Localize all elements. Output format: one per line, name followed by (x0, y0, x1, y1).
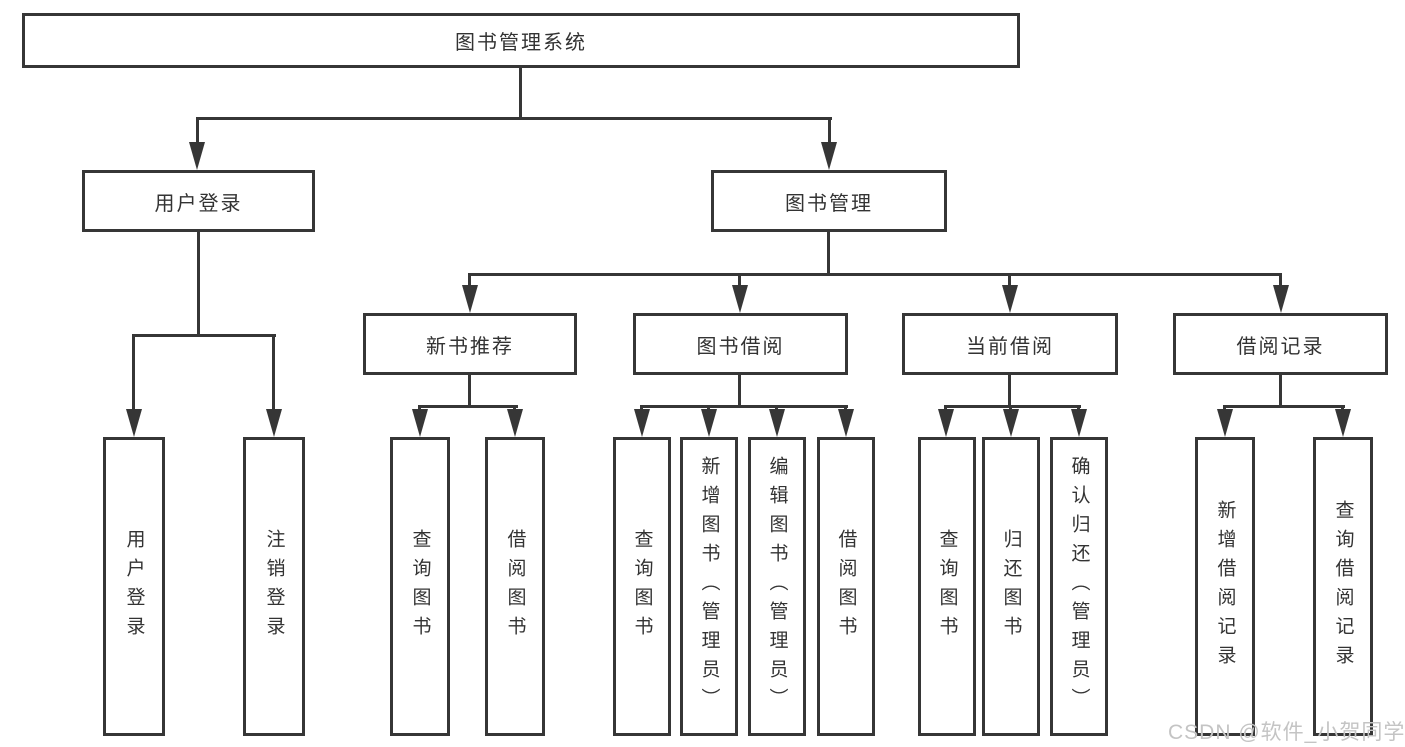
connector-line (1223, 405, 1345, 408)
leaf-borrow-books-recommend: 借阅图书 (485, 437, 545, 736)
connector-line (197, 232, 200, 337)
node-label: 新书推荐 (426, 335, 514, 358)
connector-line (1008, 375, 1011, 408)
arrow-down-icon (1002, 285, 1018, 313)
leaf-add-books-admin: 新增图书（管理员） (680, 437, 738, 736)
watermark-text: CSDN @软件_小贺同学 (1168, 721, 1405, 744)
connector-line (738, 273, 741, 289)
arrow-down-icon (701, 409, 717, 437)
arrow-down-icon (938, 409, 954, 437)
arrow-down-icon (634, 409, 650, 437)
leaf-label: 新增借阅记录 (1214, 499, 1236, 674)
leaf-borrow-books: 借阅图书 (817, 437, 875, 736)
connector-line (827, 232, 830, 276)
leaf-query-books-recommend: 查询图书 (390, 437, 450, 736)
node-user-login: 用户登录 (82, 170, 315, 232)
arrow-down-icon (838, 409, 854, 437)
leaf-label: 确认归还（管理员） (1068, 456, 1090, 717)
leaf-label: 新增图书（管理员） (698, 456, 720, 717)
arrow-down-icon (821, 142, 837, 170)
arrow-down-icon (1217, 409, 1233, 437)
arrow-down-icon (189, 142, 205, 170)
connector-line (1279, 273, 1282, 289)
leaf-query-books-current: 查询图书 (918, 437, 976, 736)
node-label: 图书管理 (785, 192, 873, 215)
arrow-down-icon (769, 409, 785, 437)
leaf-add-borrow-record: 新增借阅记录 (1195, 437, 1255, 736)
arrow-down-icon (412, 409, 428, 437)
leaf-label: 借阅图书 (504, 528, 526, 645)
connector-line (738, 375, 741, 408)
leaf-user-login: 用户登录 (103, 437, 165, 736)
leaf-confirm-return-admin: 确认归还（管理员） (1050, 437, 1108, 736)
arrow-down-icon (126, 409, 142, 437)
connector-line (132, 334, 135, 412)
node-new-book-recommend: 新书推荐 (363, 313, 577, 375)
connector-line (196, 117, 832, 120)
node-label: 用户登录 (154, 192, 243, 215)
leaf-label: 归还图书 (1000, 528, 1022, 645)
leaf-label: 查询图书 (936, 528, 958, 645)
leaf-label: 查询借阅记录 (1332, 499, 1354, 674)
leaf-label: 查询图书 (631, 528, 653, 645)
connector-line (468, 273, 471, 289)
arrow-down-icon (1335, 409, 1351, 437)
arrow-down-icon (1003, 409, 1019, 437)
leaf-label: 注销登录 (263, 528, 285, 645)
node-current-borrow: 当前借阅 (902, 313, 1118, 375)
leaf-edit-books-admin: 编辑图书（管理员） (748, 437, 806, 736)
node-label: 图书借阅 (696, 335, 785, 358)
connector-line (132, 334, 276, 337)
arrow-down-icon (1273, 285, 1289, 313)
connector-line (418, 405, 518, 408)
node-root-label: 图书管理系统 (455, 32, 587, 54)
connector-line (519, 68, 522, 120)
leaf-logout: 注销登录 (243, 437, 305, 736)
leaf-label: 编辑图书（管理员） (766, 456, 788, 717)
node-borrow-records: 借阅记录 (1173, 313, 1388, 375)
connector-line (468, 375, 471, 408)
connector-line (1008, 273, 1011, 289)
leaf-query-borrow-record: 查询借阅记录 (1313, 437, 1373, 736)
connector-line (272, 334, 275, 412)
node-book-management: 图书管理 (711, 170, 947, 232)
node-book-borrow: 图书借阅 (633, 313, 848, 375)
node-label: 借阅记录 (1236, 335, 1325, 358)
node-label: 当前借阅 (966, 335, 1054, 358)
connector-line (828, 117, 831, 147)
leaf-query-books-borrow: 查询图书 (613, 437, 671, 736)
leaf-label: 用户登录 (123, 528, 145, 645)
arrow-down-icon (266, 409, 282, 437)
connector-line (196, 117, 199, 147)
arrow-down-icon (462, 285, 478, 313)
node-root: 图书管理系统 (22, 13, 1020, 68)
leaf-label: 借阅图书 (835, 528, 857, 645)
arrow-down-icon (1071, 409, 1087, 437)
arrow-down-icon (732, 285, 748, 313)
leaf-label: 查询图书 (409, 528, 431, 645)
connector-line (468, 273, 1282, 276)
arrow-down-icon (507, 409, 523, 437)
leaf-return-books: 归还图书 (982, 437, 1040, 736)
connector-line (640, 405, 848, 408)
connector-line (944, 405, 1081, 408)
connector-line (1279, 375, 1282, 408)
